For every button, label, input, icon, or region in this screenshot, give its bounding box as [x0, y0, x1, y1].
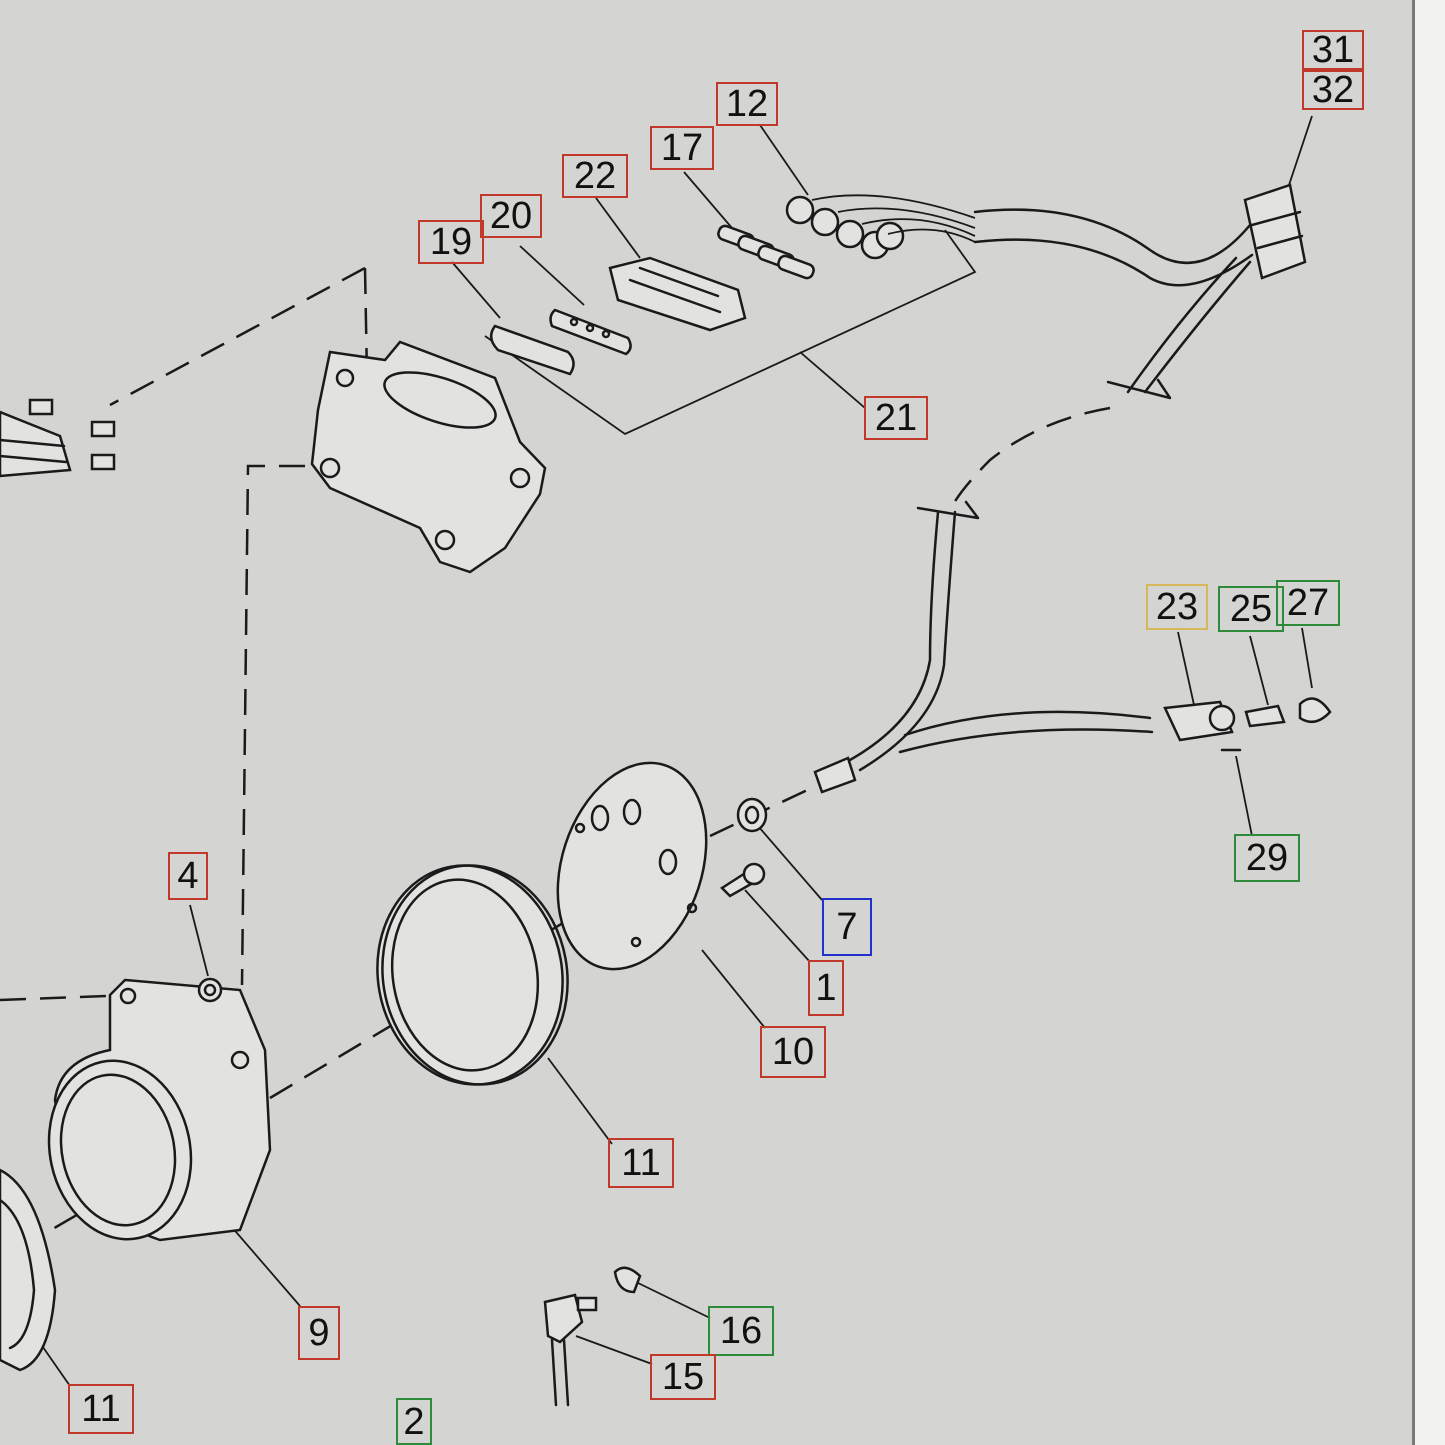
callout-12[interactable]: 12	[716, 82, 778, 126]
washer-and-screw	[720, 797, 768, 898]
callout-20[interactable]: 20	[480, 194, 542, 238]
terminals-12	[785, 194, 976, 260]
callout-9[interactable]: 9	[298, 1306, 340, 1360]
callout-21[interactable]: 21	[864, 396, 928, 440]
callout-15[interactable]: 15	[650, 1354, 716, 1400]
ring-11-lower	[0, 1168, 57, 1372]
callout-19[interactable]: 19	[418, 220, 484, 264]
mounting-bracket	[310, 340, 547, 574]
callout-16[interactable]: 16	[708, 1306, 774, 1356]
callout-22[interactable]: 22	[562, 154, 628, 198]
callout-32[interactable]: 32	[1302, 70, 1364, 110]
left-harness-part	[0, 398, 116, 478]
callout-11-upper[interactable]: 11	[608, 1138, 674, 1188]
cover-plate-10	[556, 761, 708, 971]
callout-25[interactable]: 25	[1218, 586, 1284, 632]
bulb-and-socket	[543, 1266, 642, 1407]
callout-2[interactable]: 2	[396, 1398, 432, 1445]
callout-27[interactable]: 27	[1276, 580, 1340, 626]
leader-lines	[37, 115, 1313, 1387]
callout-1[interactable]: 1	[808, 960, 844, 1016]
kit-bracket-line	[484, 229, 977, 436]
callout-10[interactable]: 10	[760, 1026, 826, 1078]
callout-17[interactable]: 17	[650, 126, 714, 170]
callout-23[interactable]: 23	[1146, 584, 1208, 630]
gasket-19	[489, 324, 575, 376]
exploded-view-drawing	[0, 115, 1332, 1407]
housing-9	[47, 977, 272, 1242]
terminal-pins-17	[717, 224, 815, 280]
screen-bezel	[1412, 0, 1445, 1445]
ring-11-upper	[376, 864, 569, 1086]
strip-20	[549, 308, 632, 356]
callout-11-lower[interactable]: 11	[68, 1384, 134, 1434]
harness-cable	[813, 183, 1332, 794]
callout-4[interactable]: 4	[168, 852, 208, 900]
callout-29[interactable]: 29	[1234, 834, 1300, 882]
callout-31[interactable]: 31	[1302, 30, 1364, 70]
callout-7[interactable]: 7	[822, 898, 872, 956]
connector-housing-22	[608, 256, 747, 332]
